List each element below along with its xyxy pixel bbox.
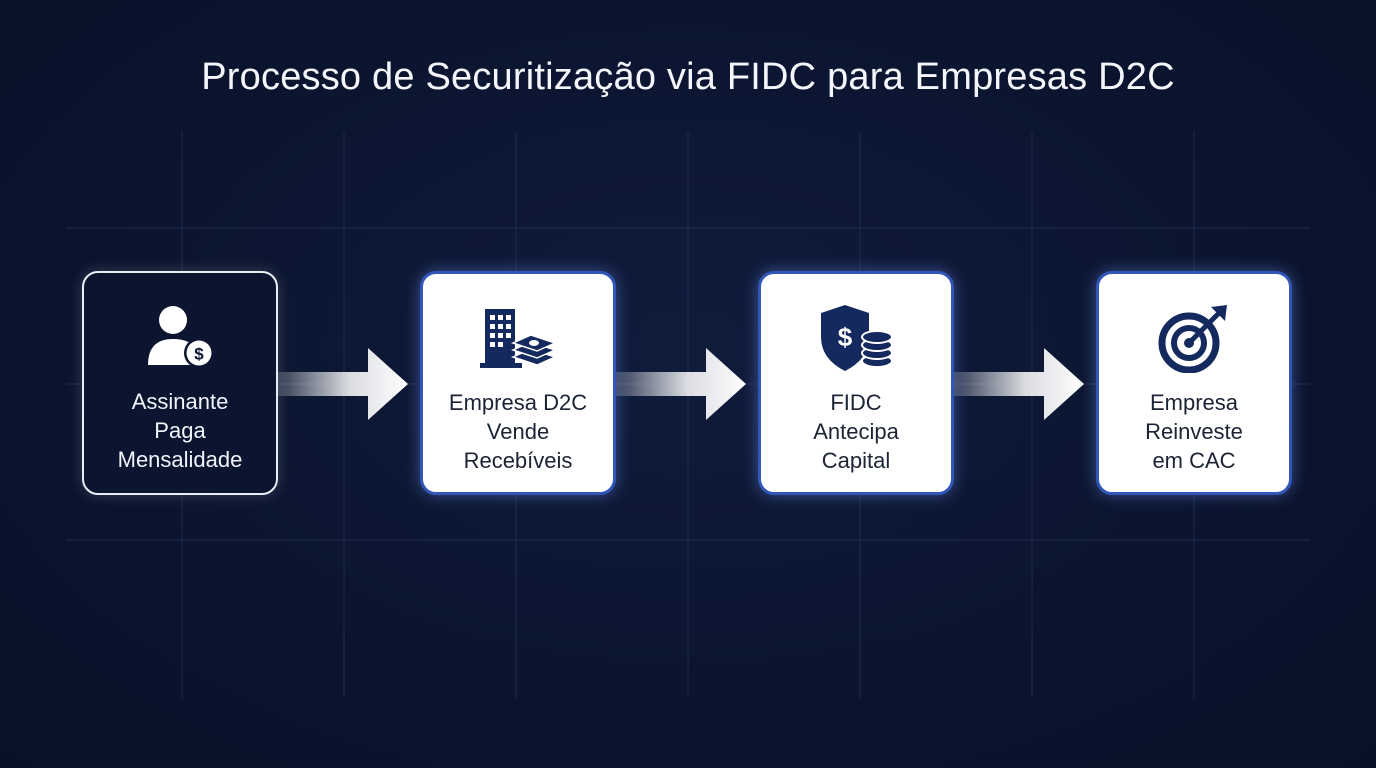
svg-text:$: $ — [194, 345, 204, 364]
subscriber-dollar-icon: $ — [140, 301, 220, 373]
step-label: Assinante Paga Mensalidade — [117, 389, 243, 472]
step-label: Empresa D2C Vende Recebíveis — [448, 390, 588, 473]
step-card-reinvest: Empresa Reinveste em CAC — [1096, 271, 1292, 495]
step-card-d2c-company: Empresa D2C Vende Recebíveis — [420, 271, 616, 495]
arrow-right-icon — [278, 348, 408, 420]
arrow-right-icon — [616, 348, 746, 420]
step-card-subscriber: $ Assinante Paga Mensalidade — [82, 271, 278, 495]
step-label: FIDC Antecipa Capital — [813, 390, 899, 473]
step-label: Empresa Reinveste em CAC — [1145, 390, 1243, 473]
arrow-right-icon — [954, 348, 1084, 420]
shield-coins-icon: $ — [816, 302, 896, 374]
step-card-fidc: $ FIDC Antecipa Capital — [758, 271, 954, 495]
target-arrow-icon — [1154, 302, 1234, 374]
diagram-title: Processo de Securitização via FIDC para … — [201, 56, 1175, 98]
svg-text:$: $ — [838, 322, 853, 352]
building-cash-icon — [478, 302, 558, 374]
